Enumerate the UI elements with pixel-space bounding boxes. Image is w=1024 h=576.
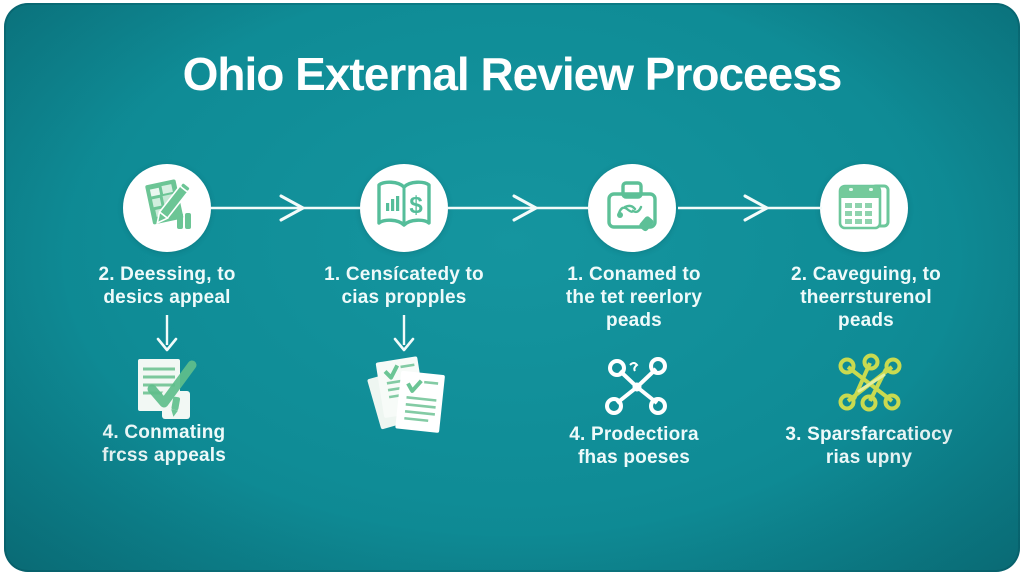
step-circle-2: $	[360, 164, 448, 252]
step-circle-4	[820, 164, 908, 252]
page-title: Ohio External Review Proceess	[182, 48, 843, 100]
arrow-down-icon	[392, 315, 416, 358]
sub-label-3: 4. Prodectiora fhas poeses	[569, 424, 699, 468]
arrow-right-icon	[448, 193, 590, 228]
checklist-pencil-icon	[136, 175, 198, 242]
svg-text:$: $	[409, 192, 423, 219]
arrow-down-icon	[155, 315, 179, 358]
sub-label-1: 4. Conmating frcss appeals	[101, 422, 227, 466]
step-label-3: 1. Conamed to the tet reerlory peads	[565, 264, 703, 331]
briefcase-scribble-icon	[601, 177, 663, 240]
arrow-right-icon	[211, 193, 360, 228]
step-circle-1	[123, 164, 211, 252]
network-nodes-icon	[602, 355, 674, 422]
step-label-1: 2. Deessing, to desics appeal	[98, 264, 236, 308]
teal-panel: Ohio External Review Proceess	[4, 3, 1020, 572]
step-circle-3	[588, 164, 676, 252]
step-label-4: 2. Caveguing, to theerrsturenol peads	[791, 264, 941, 331]
papers-stack-icon	[364, 355, 456, 442]
arrow-right-icon	[678, 193, 822, 228]
document-check-icon	[126, 357, 204, 426]
step-label-2: 1. Censícatedy to cias propples	[324, 264, 484, 308]
sub-label-4: 3. Sparsfarcatiocy rias upny	[785, 424, 953, 468]
calendar-icon	[832, 176, 896, 241]
book-dollar-icon: $	[372, 177, 436, 240]
network-nodes-yellow-icon	[834, 353, 906, 420]
